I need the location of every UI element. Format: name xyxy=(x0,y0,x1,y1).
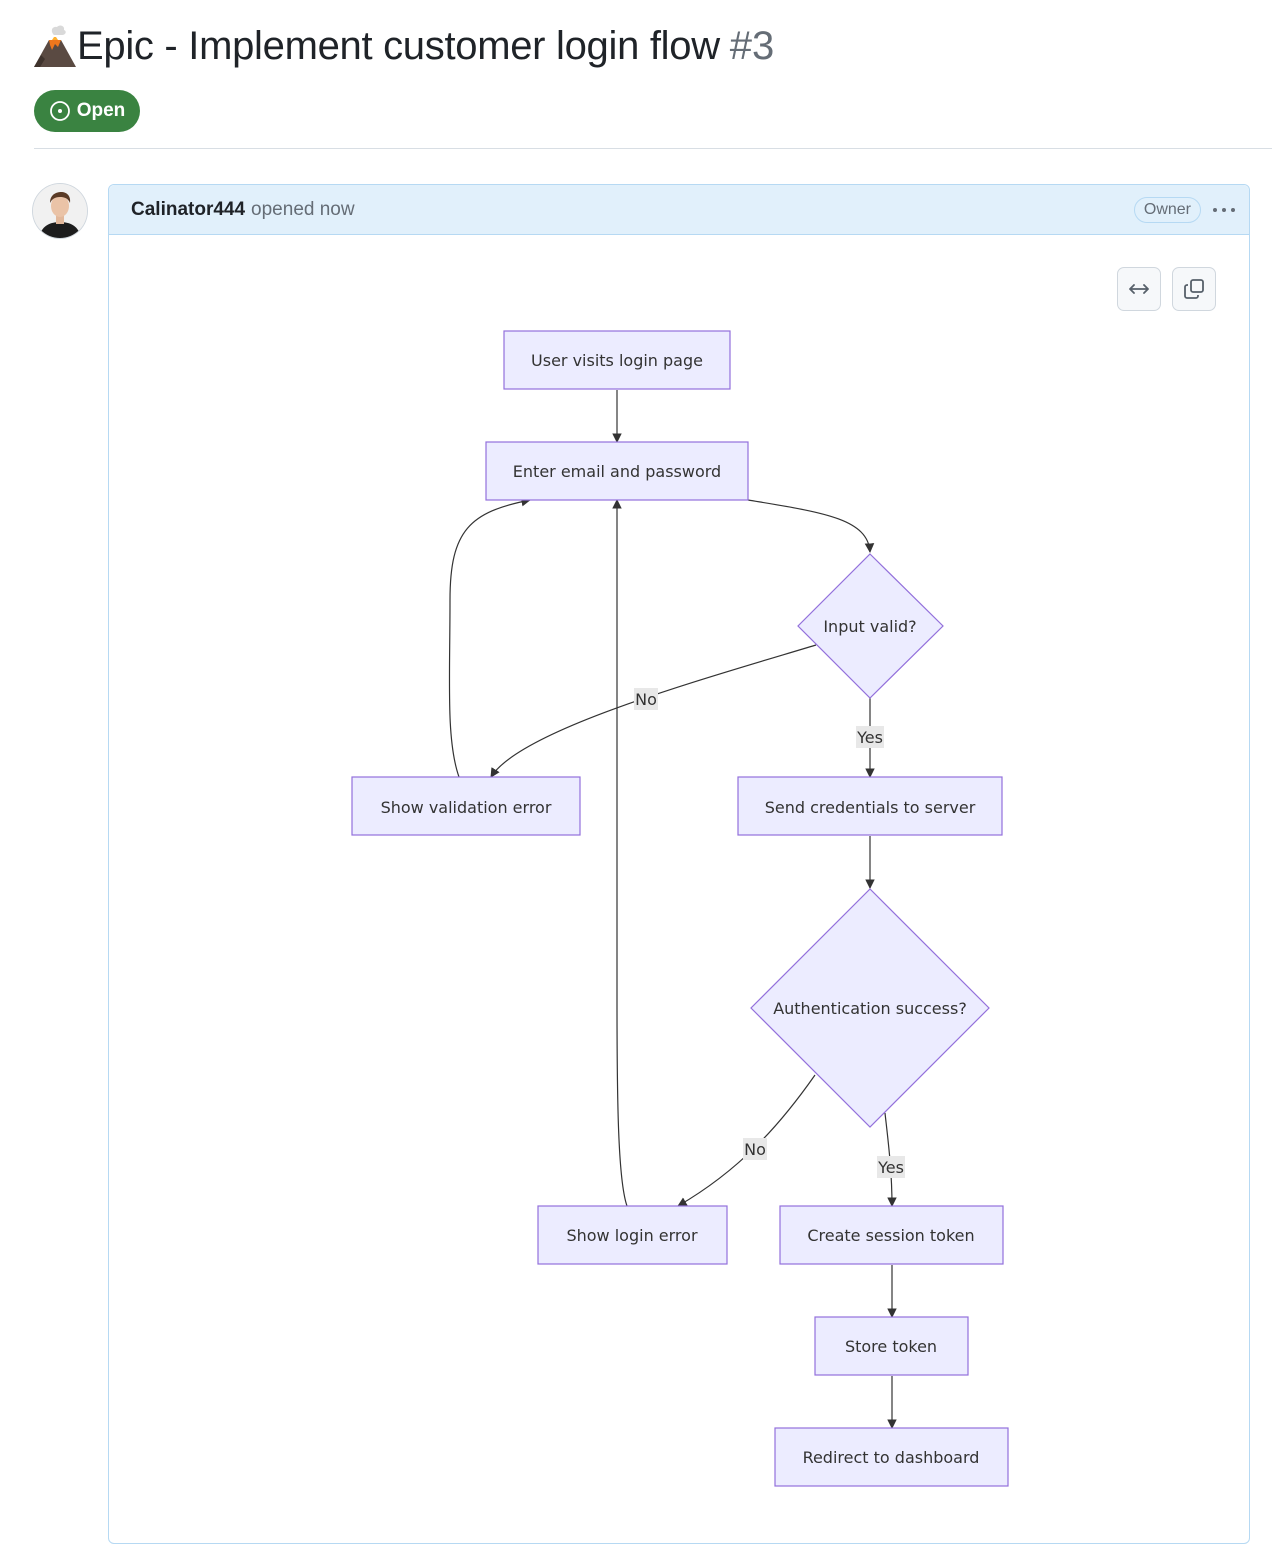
node-login-error xyxy=(537,1205,728,1265)
issue-number: #3 xyxy=(729,23,775,68)
node-label-login-error: Show login error xyxy=(566,1226,697,1245)
edge-valid-no xyxy=(490,644,817,778)
node-validation-error xyxy=(351,776,581,836)
node-send-credentials xyxy=(737,776,1003,836)
comment-box: Calinator444 opened now Owner xyxy=(108,184,1250,1544)
issue-opened-icon xyxy=(49,101,70,121)
node-enter-credentials xyxy=(485,441,749,501)
node-label-visit: User visits login page xyxy=(531,351,703,370)
node-label-valid: Input valid? xyxy=(823,617,916,636)
edge-label-auth-yes: Yes xyxy=(877,1158,904,1177)
status-badge: Open xyxy=(34,90,140,132)
avatar[interactable] xyxy=(33,184,87,238)
issue-title: Epic - Implement customer login flow xyxy=(77,23,720,68)
edge-label-valid-yes: Yes xyxy=(856,728,883,747)
edge-login-error-enter xyxy=(612,499,628,1207)
copy-diagram-button[interactable] xyxy=(1172,267,1216,311)
node-label-store: Store token xyxy=(845,1337,937,1356)
node-label-send: Send credentials to server xyxy=(765,798,976,817)
node-label-auth: Authentication success? xyxy=(773,999,967,1018)
node-store-token xyxy=(814,1316,969,1376)
header-divider xyxy=(34,148,1272,149)
expand-diagram-button[interactable] xyxy=(1117,267,1161,311)
edge-labels: No Yes No Yes xyxy=(634,688,905,1178)
avatar-image xyxy=(33,184,87,238)
status-label: Open xyxy=(76,100,126,121)
node-label-validation-error: Show validation error xyxy=(381,798,552,817)
issue-title-row: Epic - Implement customer login flow #3 xyxy=(32,18,774,74)
edge-validation-error-enter xyxy=(448,496,531,778)
node-labels: User visits login page Enter email and p… xyxy=(381,351,980,1467)
edge-label-valid-no: No xyxy=(635,690,657,709)
node-label-session: Create session token xyxy=(807,1226,974,1245)
node-label-enter: Enter email and password xyxy=(513,462,721,481)
flow-edges xyxy=(448,390,897,1429)
opened-timestamp: opened now xyxy=(251,198,355,220)
edge-enter-valid xyxy=(747,499,875,553)
edge-label-auth-no: No xyxy=(744,1140,766,1159)
flow-nodes xyxy=(351,330,1009,1487)
comment-header: Calinator444 opened now Owner xyxy=(109,185,1249,235)
node-session-token xyxy=(779,1205,1004,1265)
author-link[interactable]: Calinator444 xyxy=(131,198,246,220)
horizontal-arrows-icon xyxy=(1129,284,1149,294)
more-options-icon[interactable] xyxy=(1211,199,1237,221)
node-auth-success xyxy=(750,888,990,1128)
node-visit-login xyxy=(503,330,731,390)
volcano-icon xyxy=(34,25,76,67)
owner-badge: Owner xyxy=(1133,197,1201,223)
copy-icon xyxy=(1184,279,1204,299)
node-label-redirect: Redirect to dashboard xyxy=(803,1448,980,1467)
node-redirect-dashboard xyxy=(774,1427,1009,1487)
node-input-valid xyxy=(797,553,944,699)
